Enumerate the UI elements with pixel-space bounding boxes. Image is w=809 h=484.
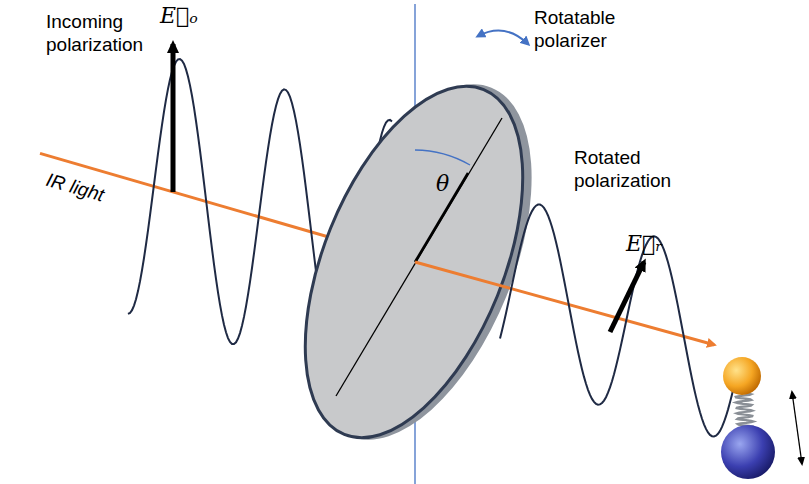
field-vector <box>610 262 644 332</box>
rotated-wave <box>500 205 740 437</box>
atom <box>721 425 775 479</box>
ir-beam <box>415 262 714 345</box>
vector-label: E⃗ₒ <box>160 2 200 30</box>
beam-label: IR light <box>44 168 107 206</box>
rotation-arrow <box>478 31 528 44</box>
vibration-arrow <box>792 392 802 464</box>
field-vector <box>171 44 176 192</box>
polarizer-label: Rotatable polarizer <box>534 6 624 52</box>
angle-label: θ <box>436 170 460 198</box>
polarization-label: Rotated polarization <box>574 146 704 192</box>
angle-arc <box>415 150 470 165</box>
beam-label: Incoming polarization <box>46 10 156 56</box>
polarizer-disc <box>261 56 567 468</box>
atom <box>723 357 761 395</box>
transmission-axis <box>336 118 502 396</box>
vector-label: E⃗ᵣ <box>626 230 666 258</box>
